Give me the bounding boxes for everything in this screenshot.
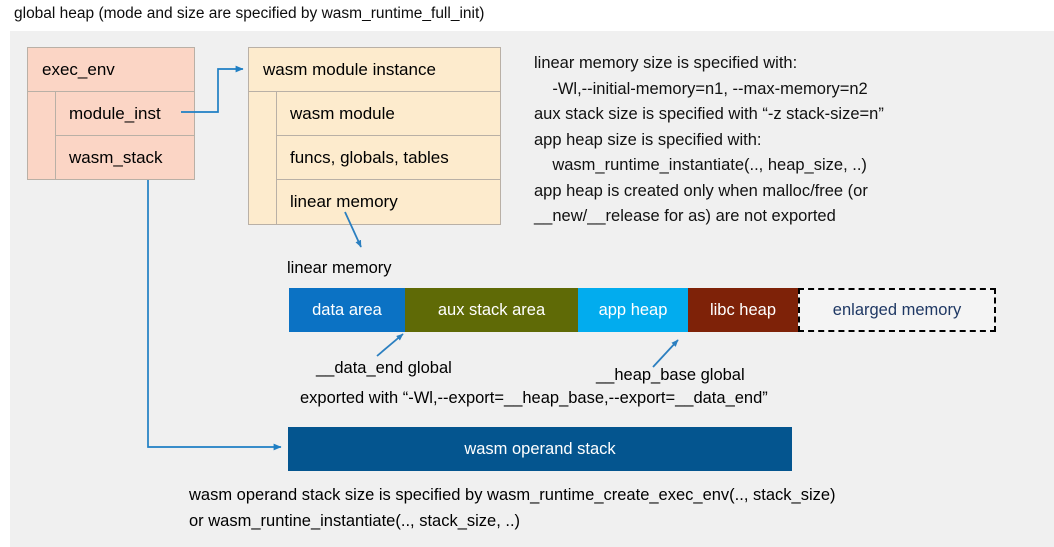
module-instance-rows: wasm module funcs, globals, tables linea… xyxy=(249,92,500,224)
exec-env-field-column: module_inst wasm_stack xyxy=(56,92,194,180)
operand-stack-note: wasm operand stack size is specified by … xyxy=(189,486,836,530)
page-title: global heap (mode and size are specified… xyxy=(14,5,485,22)
memory-size-notes: linear memory size is specified with: -W… xyxy=(534,54,884,225)
exec-env-header: exec_env xyxy=(28,48,194,92)
linear-memory-label: linear memory xyxy=(287,259,392,277)
module-instance-gutter xyxy=(249,92,277,224)
export-flags-note: exported with “-Wl,--export=__heap_base,… xyxy=(300,389,768,407)
data-end-annotation: __data_end global xyxy=(316,359,452,377)
memory-segment-data-area: data area xyxy=(289,288,405,332)
exec-env-gutter xyxy=(28,92,56,180)
wasm-module-instance-box: wasm module instance wasm module funcs, … xyxy=(248,47,501,225)
memory-segment-libc-heap: libc heap xyxy=(688,288,798,332)
exec-env-rows: module_inst wasm_stack xyxy=(28,92,194,180)
memory-segment-aux-stack-area: aux stack area xyxy=(405,288,578,332)
wasm-operand-stack-box: wasm operand stack xyxy=(288,427,792,471)
exec-env-box: exec_env module_inst wasm_stack xyxy=(27,47,195,180)
module-instance-header: wasm module instance xyxy=(249,48,500,92)
module-instance-field-funcs-globals-tables: funcs, globals, tables xyxy=(277,136,500,180)
memory-segment-enlarged-memory: enlarged memory xyxy=(798,288,996,332)
module-instance-field-linear-memory: linear memory xyxy=(290,192,398,211)
exec-env-field-module-inst: module_inst xyxy=(56,92,194,136)
exec-env-field-wasm-stack: wasm_stack xyxy=(69,148,163,167)
memory-segment-app-heap: app heap xyxy=(578,288,688,332)
module-instance-field-wasm-module: wasm module xyxy=(277,92,500,136)
heap-base-annotation: __heap_base global xyxy=(596,366,745,384)
module-instance-field-column: wasm module funcs, globals, tables linea… xyxy=(277,92,500,224)
